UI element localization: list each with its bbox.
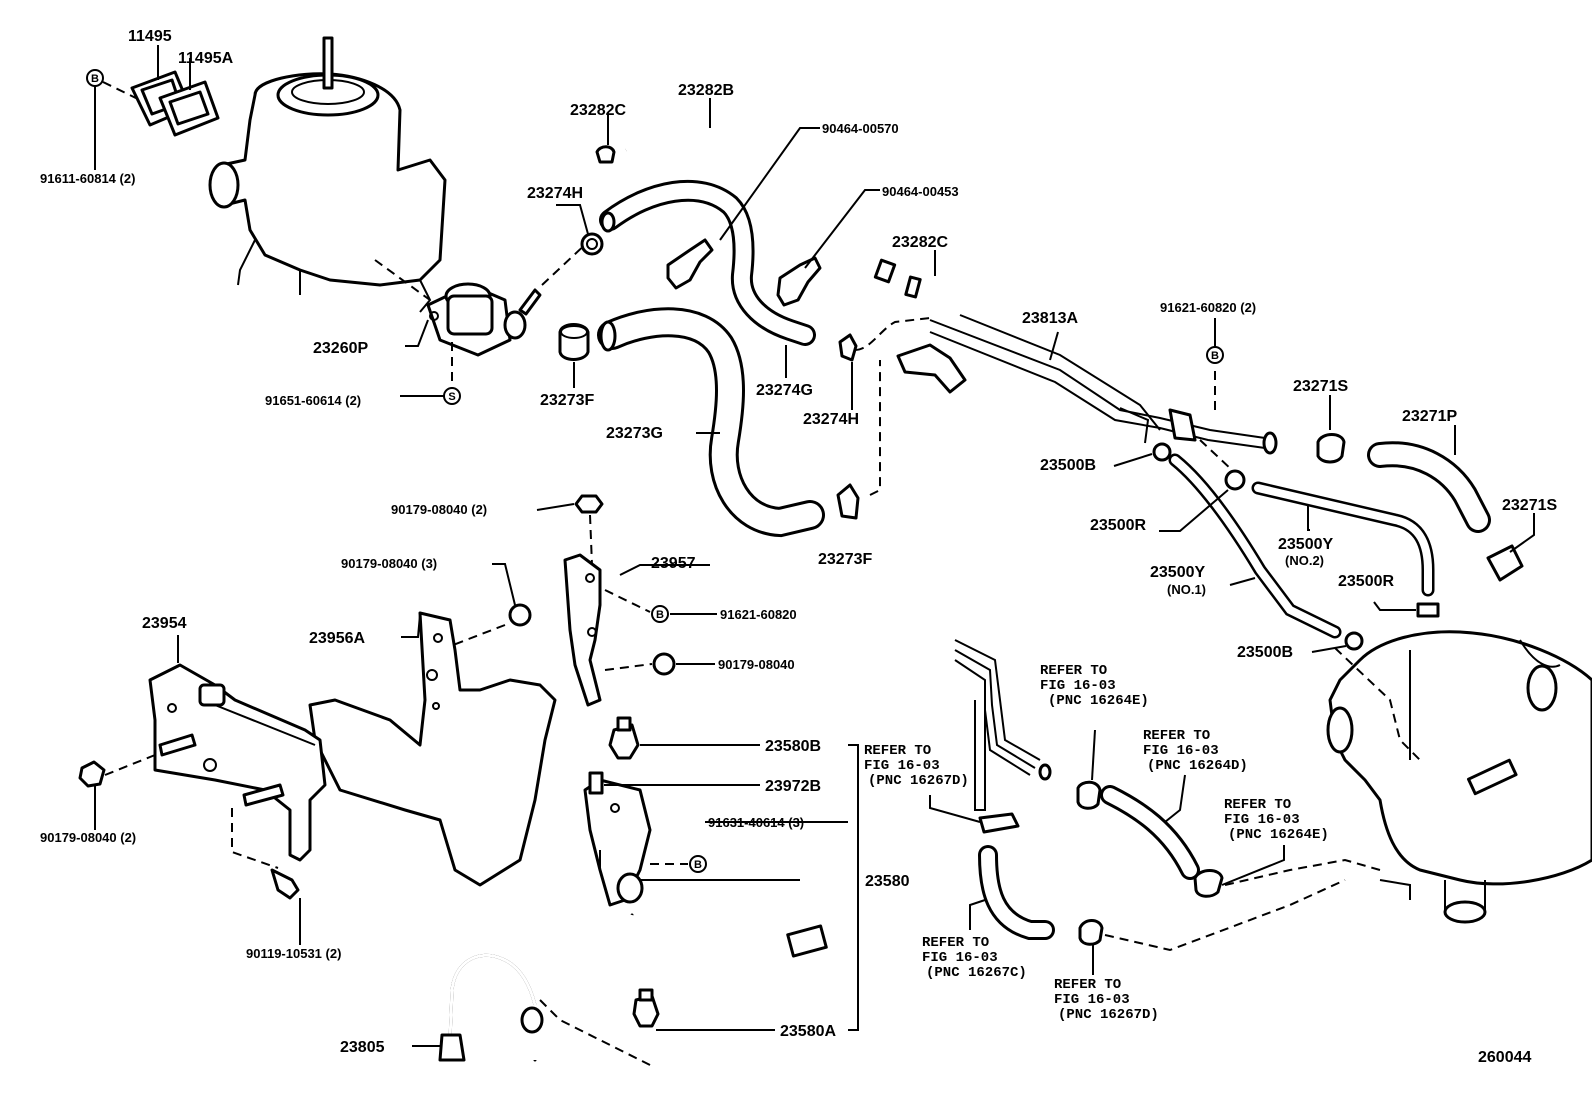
refer-note-16264e-lower: REFER TO FIG 16-03 (PNC 16264E) xyxy=(1224,797,1329,843)
label-11495: 11495 xyxy=(128,28,172,45)
pipe-23813a xyxy=(896,314,1278,455)
hose-clip-23282c xyxy=(595,145,616,164)
hose-clip-23273f xyxy=(558,323,590,361)
label-23273f-right: 23273F xyxy=(818,551,872,568)
label-23273f: 23273F xyxy=(540,392,594,409)
refer-note-16267c: REFER TO FIG 16-03 (PNC 16267C) xyxy=(922,935,1027,981)
stud-bolt-left xyxy=(158,733,197,757)
connector-23580a xyxy=(632,988,660,1028)
clip-23500b-bottom xyxy=(1344,631,1364,651)
label-91621-60820: 91621-60820 xyxy=(720,607,797,622)
bolt-mark-letter: B xyxy=(91,73,99,85)
injection-pump xyxy=(1326,630,1592,924)
sensor-23805 xyxy=(438,953,544,1062)
connector-23580b xyxy=(608,716,640,760)
gasket-11495a xyxy=(158,80,220,137)
label-23813a: 23813A xyxy=(1022,310,1078,327)
label-90179-08040-two-top: 90179-08040 (2) xyxy=(391,502,487,517)
label-91651-60614: 91651-60614 (2) xyxy=(265,393,361,408)
clip-refer-16264e-lower xyxy=(1193,869,1224,898)
label-23271s: 23271S xyxy=(1293,378,1348,395)
clip-23271s-right xyxy=(1486,544,1524,582)
label-23282b: 23282B xyxy=(678,82,734,99)
refer-note-16267d: REFER TO FIG 16-03 (PNC 16267D) xyxy=(864,743,969,789)
label-90179-08040-two-bottom: 90179-08040 (2) xyxy=(40,830,136,845)
label-23260p: 23260P xyxy=(313,340,368,357)
label-23273g: 23273G xyxy=(606,425,663,442)
label-90464-00453: 90464-00453 xyxy=(882,184,959,199)
pipe-lower-center xyxy=(954,639,1041,761)
label-23500y-no1-sub: (NO.1) xyxy=(1167,582,1206,597)
hose-clip-23282c-mid xyxy=(904,275,922,299)
clip-refer-16267d-lower xyxy=(1078,919,1104,946)
vsv-23580 xyxy=(583,771,652,907)
label-23957: 23957 xyxy=(651,555,696,572)
electrical-connector-icon xyxy=(786,924,828,958)
bracket-23956a xyxy=(308,611,557,887)
bolt-mark-letter: B xyxy=(1211,350,1219,362)
nut-90179-08040-three xyxy=(508,603,532,627)
clamp-90464-00570 xyxy=(666,238,714,290)
hose-clip-23274h-mid xyxy=(838,333,858,362)
stud-bolt-right xyxy=(242,783,285,807)
label-23274g: 23274G xyxy=(756,382,813,399)
clip-23500b xyxy=(1152,442,1172,462)
label-23500r: 23500R xyxy=(1090,517,1146,534)
label-90179-08040-mid: 90179-08040 xyxy=(718,657,795,672)
label-23500y-no1: 23500Y xyxy=(1150,564,1205,581)
label-23282c-mid: 23282C xyxy=(892,234,948,251)
label-23500r-right: 23500R xyxy=(1338,573,1394,590)
label-11495a: 11495A xyxy=(178,50,234,67)
clip-23500r xyxy=(1224,469,1246,491)
bolt-mark-letter: B xyxy=(656,609,664,621)
screw-mark-letter: S xyxy=(448,391,455,403)
label-23271s-right: 23271S xyxy=(1502,497,1557,514)
clip-23271s xyxy=(1316,433,1346,464)
idle-air-valve-23260p xyxy=(426,282,542,357)
label-23500y-no2-sub: (NO.2) xyxy=(1285,553,1324,568)
bracket-23957 xyxy=(563,553,602,707)
label-90464-00570: 90464-00570 xyxy=(822,121,899,136)
diagram-id: 260044 xyxy=(1478,1049,1531,1066)
label-23500b: 23500B xyxy=(1040,457,1096,474)
label-90119-10531: 90119-10531 (2) xyxy=(246,946,341,961)
label-23805: 23805 xyxy=(340,1039,385,1056)
refer-note-16264e: REFER TO FIG 16-03 (PNC 16264E) xyxy=(1040,663,1149,709)
label-91631-40614: 91631-40614 (3) xyxy=(708,815,804,830)
refer-note-16264d: REFER TO FIG 16-03 (PNC 16264D) xyxy=(1143,728,1248,774)
label-23282c: 23282C xyxy=(570,102,626,119)
label-23500y-no2: 23500Y xyxy=(1278,536,1333,553)
clip-23500r-right xyxy=(1416,602,1440,618)
bolt-mark-b-icon xyxy=(651,605,669,623)
bracket-23954 xyxy=(148,663,327,862)
label-23274h-mid: 23274H xyxy=(803,411,859,428)
nut-90179-08040-mid xyxy=(652,652,676,676)
bolt-mark-letter: B xyxy=(694,859,702,871)
nut-90179-08040-top xyxy=(574,494,604,514)
label-23580: 23580 xyxy=(865,873,910,890)
label-23580b: 23580B xyxy=(765,738,821,755)
clamp-90464-00453 xyxy=(776,256,822,307)
throttle-body xyxy=(208,36,447,313)
clip-refer-16267d xyxy=(978,812,1020,834)
label-23956a: 23956A xyxy=(309,630,365,647)
hose-clip-23274h xyxy=(580,232,604,256)
label-91621-60820-two: 91621-60820 (2) xyxy=(1160,300,1256,315)
label-23954: 23954 xyxy=(142,615,187,632)
bolt-90119-10531 xyxy=(270,868,300,900)
nut-90179-08040-two xyxy=(78,760,106,788)
bolt-mark-b-icon xyxy=(689,855,707,873)
label-23274h: 23274H xyxy=(527,185,583,202)
label-91611-60814: 91611-60814 (2) xyxy=(40,171,135,186)
label-90179-08040-three: 90179-08040 (3) xyxy=(341,556,437,571)
label-23500b-bottom: 23500B xyxy=(1237,644,1293,661)
label-23271p: 23271P xyxy=(1402,408,1457,425)
clip-refer-16264e xyxy=(1076,780,1102,810)
label-23972b: 23972B xyxy=(765,778,821,795)
label-23580a: 23580A xyxy=(780,1023,836,1040)
hose-clip-23273f-right xyxy=(836,483,860,520)
refer-note-16267d-lower: REFER TO FIG 16-03 (PNC 16267D) xyxy=(1054,977,1159,1023)
